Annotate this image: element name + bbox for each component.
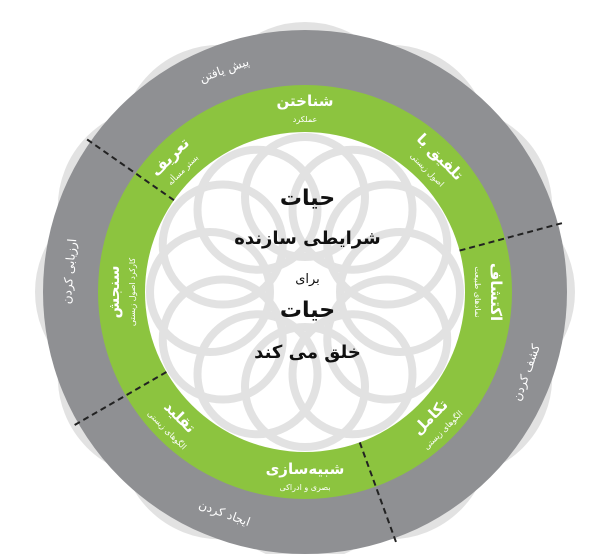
- center-line-3: برای: [0, 272, 615, 287]
- center-line-1: حیات: [0, 186, 615, 211]
- center-line-5: خلق می کند: [0, 342, 615, 363]
- green-segment-title: شبیه‌سازی: [266, 460, 345, 478]
- green-segment-subtitle: عملکرد: [293, 115, 317, 124]
- green-segment-title: شناختن: [277, 92, 334, 110]
- center-line-4: حیات: [0, 298, 615, 323]
- green-segment-subtitle: بصری و ادراکی: [279, 483, 330, 492]
- center-line-2: شرایطی سازنده: [0, 228, 615, 249]
